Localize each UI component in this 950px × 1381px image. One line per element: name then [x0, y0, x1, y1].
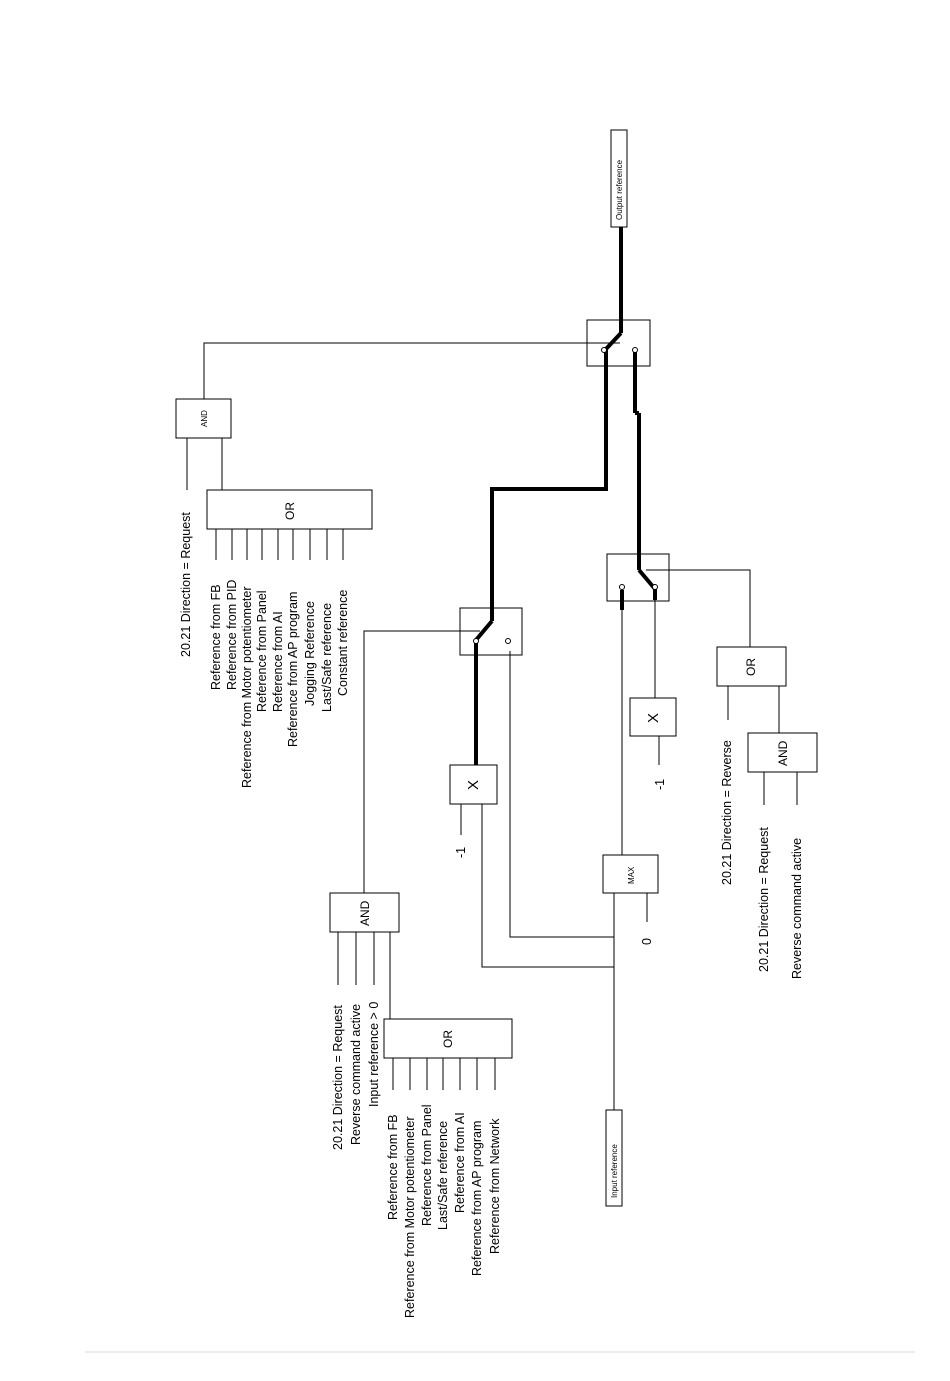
top-or-input-labels: Reference from FB Reference from PID Ref…	[209, 580, 350, 788]
bottom-or-input-label: Reference from Motor potentiometer	[403, 1117, 417, 1318]
top-or-input-label: Constant reference	[336, 590, 350, 696]
top-and-gate	[175, 398, 232, 439]
right-direction-request-label: 20.21 Direction = Request	[757, 827, 771, 972]
reference-switch-1	[459, 607, 523, 656]
bottom-or-input-label: Reference from AI	[453, 1112, 467, 1213]
multiply-block-1	[449, 764, 498, 805]
bottom-and-input-label: Reverse command active	[349, 1004, 363, 1145]
output-reference-label: Output reference	[615, 159, 624, 220]
top-or-input-label: Reference from Motor potentiometer	[240, 587, 254, 788]
active-reference-path	[474, 227, 657, 765]
max-label: MAX	[627, 866, 636, 884]
multiply-1-constant: -1	[454, 847, 468, 858]
right-reverse-active-label: Reverse command active	[790, 838, 804, 979]
right-and-gate	[747, 732, 818, 773]
bottom-or-input-label: Reference from Panel	[420, 1104, 434, 1226]
bottom-and-input-label: 20.21 Direction = Request	[331, 1005, 345, 1150]
bottom-and-input-label: Input reference > 0	[367, 1002, 381, 1107]
signal-wires	[186, 342, 798, 1110]
top-or-label: OR	[283, 502, 297, 520]
output-switch	[586, 319, 651, 367]
bottom-or-input-label: Reference from FB	[386, 1114, 400, 1220]
bottom-or-gate	[383, 1018, 513, 1059]
multiply-2-label: X	[645, 713, 662, 723]
bottom-or-input-labels: Reference from FB Reference from Motor p…	[386, 1104, 502, 1318]
top-or-input-label: Reference from FB	[209, 584, 223, 690]
right-or-label: OR	[744, 658, 758, 676]
top-or-input-label: Reference from AI	[271, 611, 285, 712]
right-or-gate	[716, 646, 787, 687]
reference-switch-2	[606, 553, 670, 602]
input-reference-label: Input reference	[610, 1144, 619, 1198]
top-direction-request-label: 20.21 Direction = Request	[179, 512, 193, 657]
max-constant: 0	[640, 938, 654, 945]
top-or-input-label: Reference from Panel	[255, 590, 269, 712]
max-block	[602, 854, 659, 894]
top-or-input-label: Reference from AP program	[286, 592, 300, 747]
bottom-and-gate	[329, 892, 400, 933]
top-or-input-label: Jogging Reference	[303, 601, 317, 706]
multiply-block-2	[629, 697, 677, 737]
top-and-label: AND	[200, 410, 209, 427]
top-or-gate	[206, 489, 373, 530]
right-direction-reverse-label: 20.21 Direction = Reverse	[720, 740, 734, 885]
top-or-input-label: Last/Safe reference	[320, 603, 334, 712]
right-and-label: AND	[776, 740, 790, 766]
bottom-and-label: AND	[358, 900, 372, 926]
bottom-or-input-label: Last/Safe reference	[436, 1121, 450, 1230]
multiply-2-constant: -1	[653, 779, 667, 790]
bottom-or-input-label: Reference from Network	[488, 1118, 502, 1254]
multiply-1-label: X	[465, 780, 482, 790]
top-or-input-label: Reference from PID	[225, 580, 239, 690]
bottom-or-input-label: Reference from AP program	[470, 1121, 484, 1276]
bottom-or-label: OR	[441, 1030, 455, 1048]
bottom-and-input-labels: 20.21 Direction = Request Reverse comman…	[331, 1002, 381, 1150]
